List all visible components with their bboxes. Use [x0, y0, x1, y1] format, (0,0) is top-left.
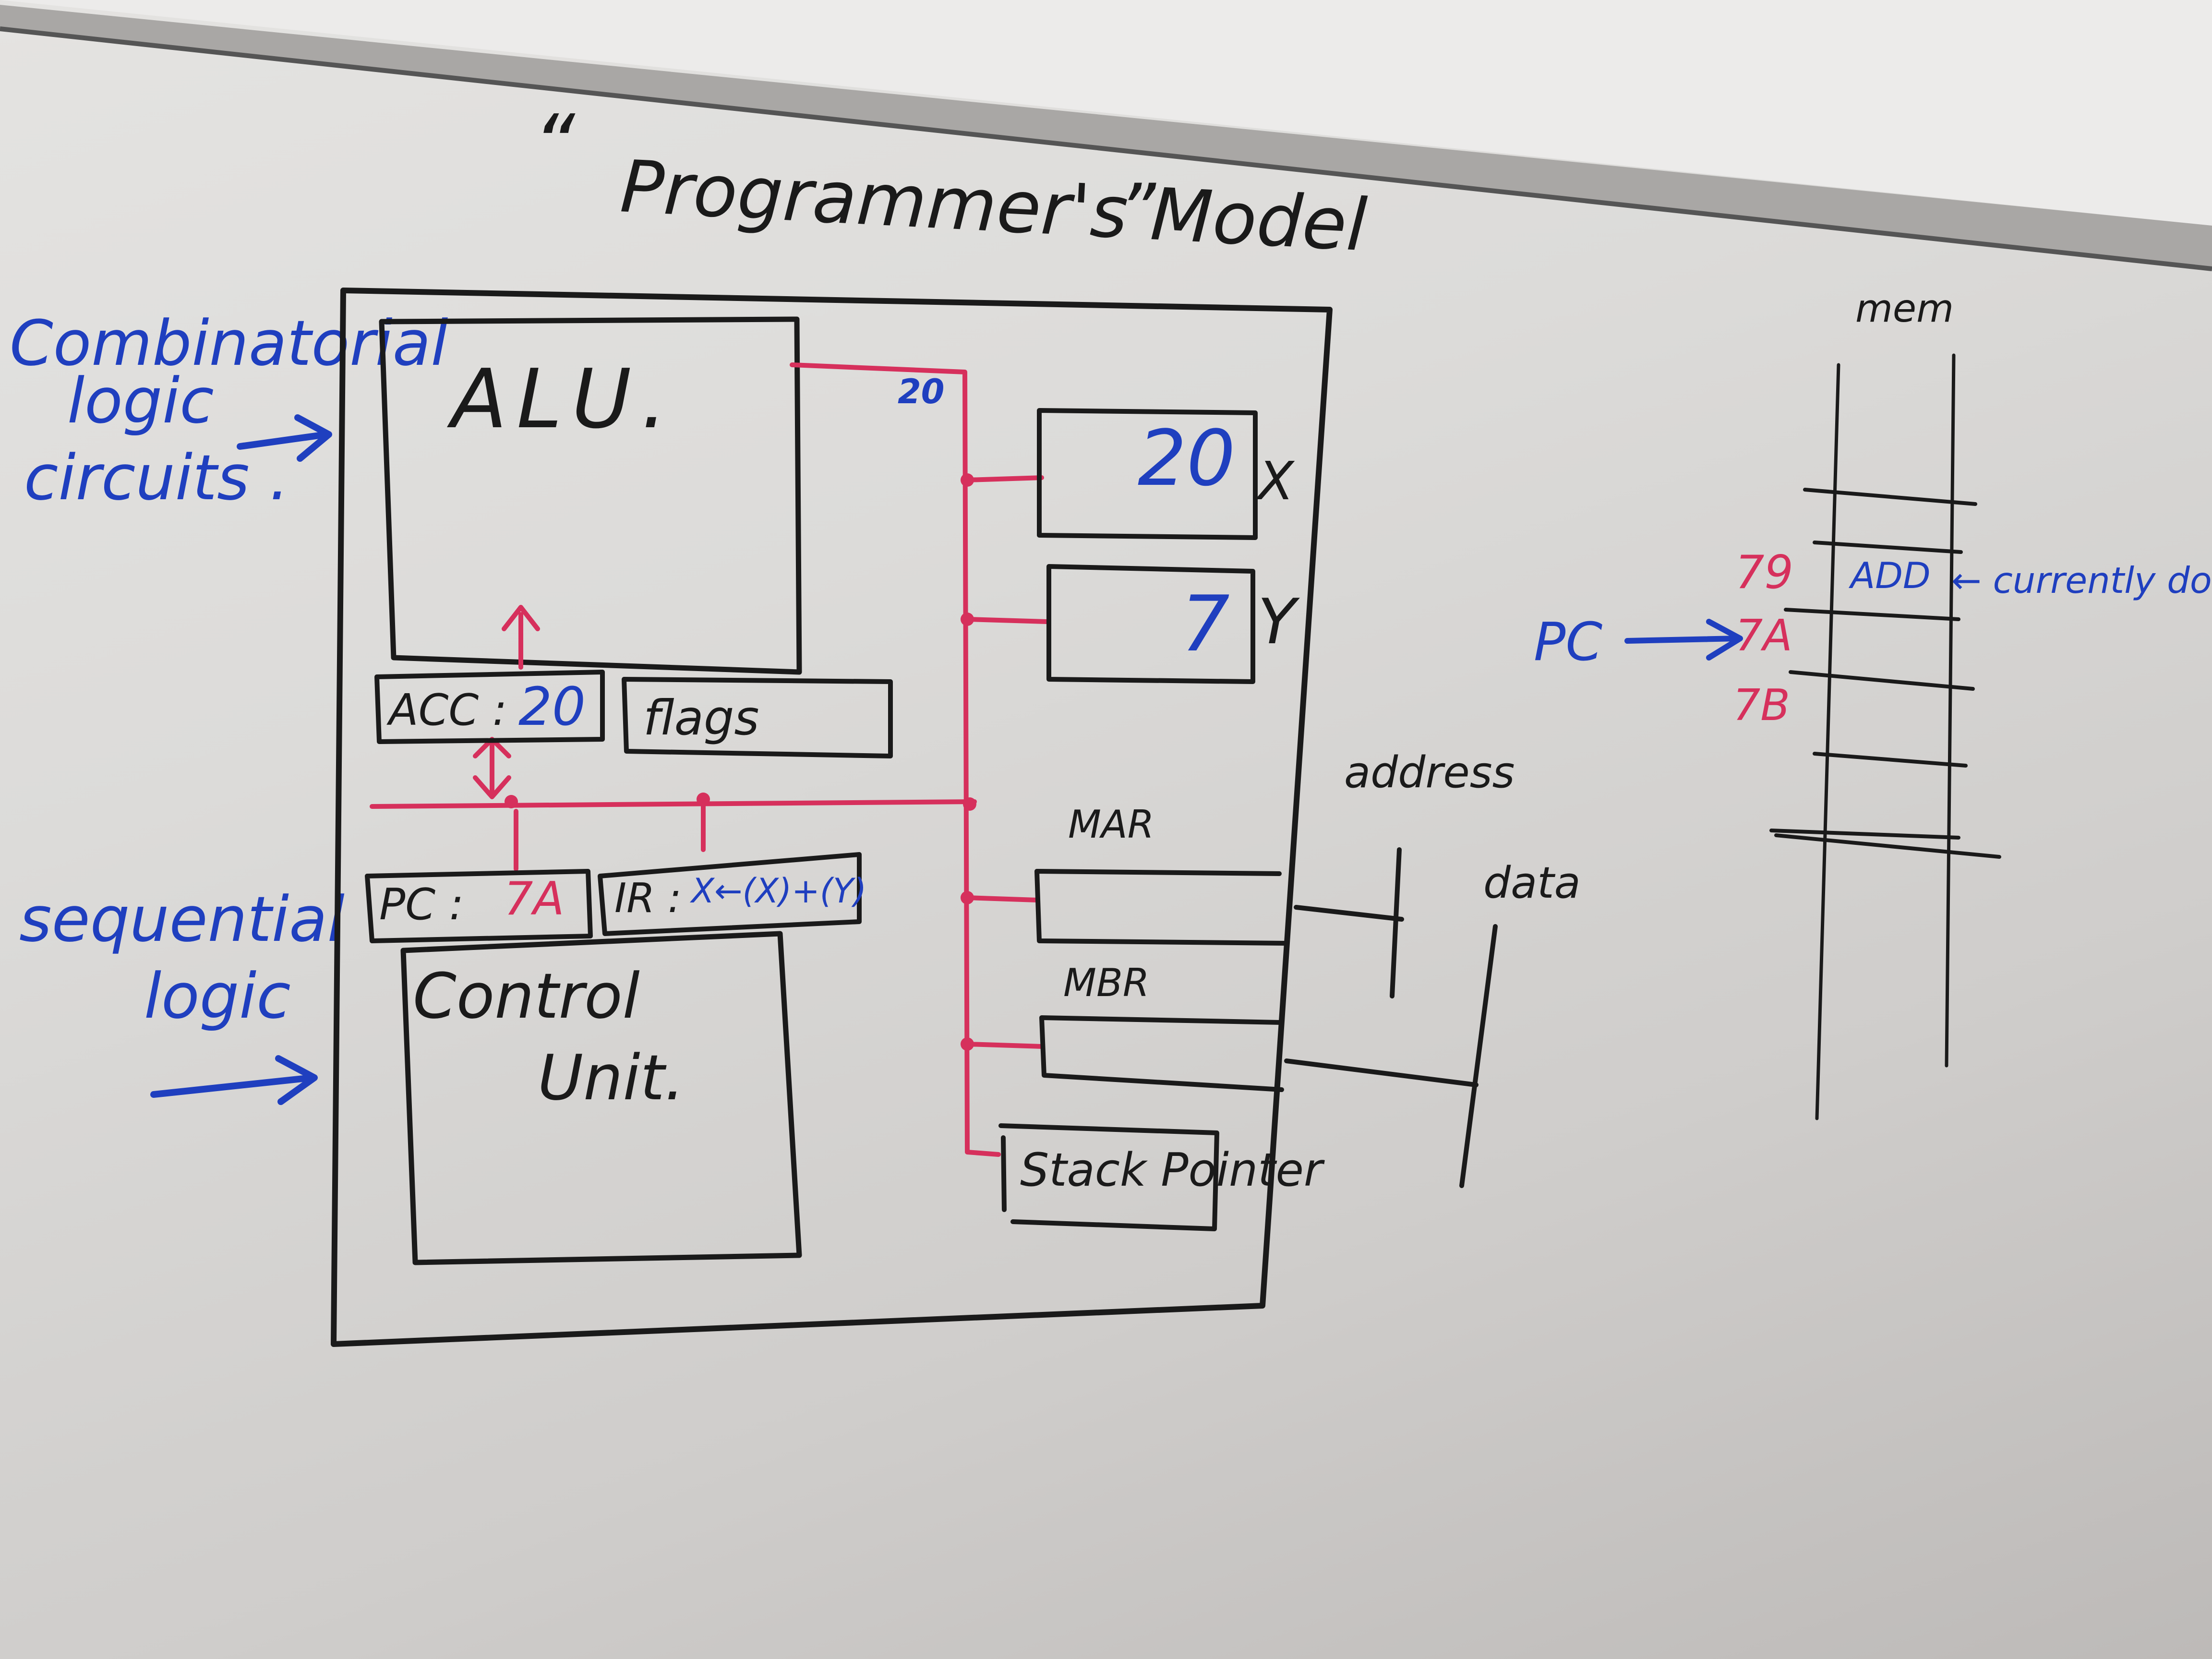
bus-junction	[961, 1037, 974, 1051]
arrow-up-icon	[502, 605, 540, 670]
annotation-circuits: circuits .	[24, 441, 289, 514]
pc-pointer-label: PC	[1534, 611, 1602, 673]
bus-junction	[697, 793, 710, 806]
acc-label: ACC :	[386, 685, 507, 735]
ir-register: IR : X←(X)+(Y)	[598, 852, 866, 936]
acc-register: ACC : 20	[374, 670, 605, 744]
memory-address: 79	[1735, 546, 1793, 599]
sequential-annotation: sequential logic	[19, 883, 345, 1105]
data-bus-label: data	[1483, 858, 1581, 908]
memory-row: 7A	[1735, 611, 1792, 661]
mbr-register: MBR	[1039, 961, 1284, 1092]
memory-address: 7A	[1735, 611, 1792, 661]
bus-value-label: 20	[898, 372, 944, 411]
arrow-right-icon	[150, 1055, 318, 1105]
annotation-logic: logic	[67, 364, 214, 437]
acc-value: 20	[518, 676, 586, 737]
pc-value: 7A	[504, 873, 564, 926]
alu-label: ALU.	[446, 352, 676, 447]
memory-column	[1815, 353, 1956, 1120]
memory-row: 79 ADD ← currently doing	[1735, 546, 2212, 601]
pc-register: PC : 7A	[365, 869, 593, 943]
memory: mem 79 ADD ← currently doing 7A 7B PC	[1534, 286, 2212, 1120]
stack-pointer-register: Stack Pointer	[998, 1123, 1325, 1231]
bus-junction	[961, 891, 974, 904]
data-bus-line	[1284, 924, 1498, 1188]
control-unit-label-2: Unit.	[538, 1041, 685, 1114]
memory-note: ← currently doing	[1951, 559, 2212, 601]
mar-register: MAR	[1034, 802, 1289, 946]
memory-address: 7B	[1733, 680, 1790, 731]
address-bus-line	[1294, 847, 1404, 998]
y-value: 7	[1181, 579, 1230, 669]
annotation-sequential: sequential	[19, 883, 345, 956]
annotation-seq-logic: logic	[144, 960, 291, 1033]
x-register: 20 X	[1037, 408, 1295, 540]
memory-cell-dividers	[1769, 488, 2001, 859]
x-value: 20	[1138, 413, 1236, 503]
stack-pointer-label: Stack Pointer	[1020, 1144, 1325, 1197]
ir-value: X←(X)+(Y)	[689, 871, 866, 911]
combinatorial-annotation: Combinatorial logic circuits .	[10, 307, 448, 514]
alu: ALU.	[379, 316, 802, 675]
board-edge-line	[0, 26, 2212, 271]
pc-label: PC :	[379, 879, 464, 930]
wall-above-board	[0, 0, 2212, 226]
ir-label: IR :	[614, 875, 682, 922]
cpu-box	[331, 288, 1333, 1347]
bus-junction	[963, 797, 976, 811]
memory-row: 7B	[1733, 680, 1790, 731]
arrow-right-icon	[237, 414, 332, 462]
bus-junction	[961, 473, 974, 487]
flags-register: flags	[622, 677, 893, 758]
system-bus: address data	[1284, 747, 1581, 1188]
control-unit: Control Unit.	[400, 931, 802, 1265]
control-unit-label-1: Control	[413, 960, 640, 1033]
annotation-combinatorial: Combinatorial	[10, 307, 448, 380]
title-close-quote: ”	[1118, 169, 1156, 252]
mar-label: MAR	[1068, 802, 1154, 847]
bidirectional-arrow-icon	[473, 737, 511, 799]
x-name: X	[1255, 450, 1295, 512]
internal-bus: 20	[370, 362, 1049, 1157]
bus-junction	[961, 613, 974, 626]
arrow-right-icon	[1624, 619, 1743, 661]
board-top-frame	[0, 5, 2212, 269]
y-register: 7 Y	[1046, 564, 1300, 684]
mbr-label: MBR	[1063, 961, 1150, 1005]
bus-junction	[505, 795, 518, 808]
flags-label: flags	[643, 690, 759, 746]
memory-content: ADD	[1849, 554, 1931, 597]
title-open-quote: “	[533, 97, 576, 192]
memory-title: mem	[1855, 286, 1954, 331]
y-name: Y	[1258, 585, 1300, 658]
address-bus-label: address	[1344, 747, 1515, 798]
